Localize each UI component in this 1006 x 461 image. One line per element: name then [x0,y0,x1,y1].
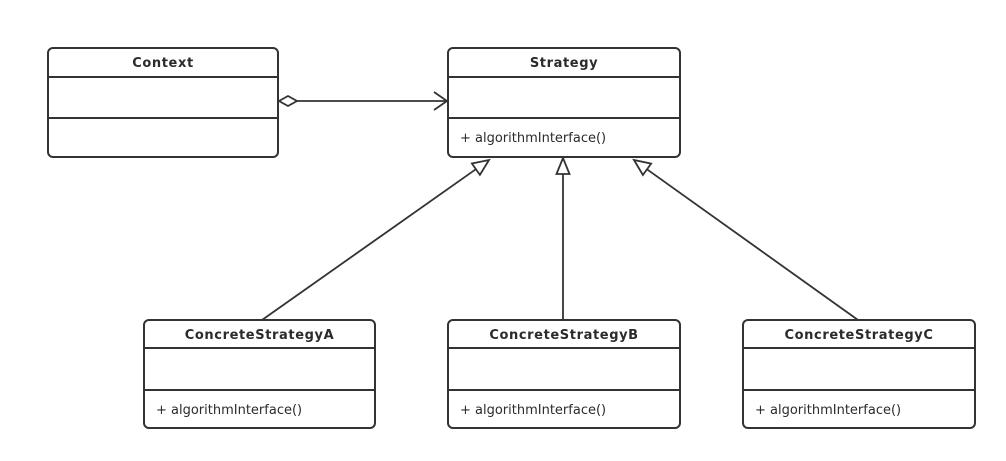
class-context-border [47,47,279,158]
class-strategy-border [447,47,681,158]
class-node-concretestrategyb: ConcreteStrategyB + algorithmInterface() [447,319,681,429]
class-context-name: Context [132,56,194,71]
class-node-strategy: Strategy + algorithmInterface() [447,47,681,158]
hollow-triangle-marker [632,158,653,177]
class-node-context: Context [47,47,279,158]
class-strategy-method: + algorithmInterface() [460,131,606,146]
class-concretestrategyc-name: ConcreteStrategyC [784,328,933,343]
class-node-concretestrategyc: ConcreteStrategyC + algorithmInterface() [742,319,976,429]
class-concretestrategyb-method: + algorithmInterface() [460,403,606,418]
hollow-triangle-marker [470,158,491,177]
class-concretestrategya-name: ConcreteStrategyA [185,328,335,343]
hollow-triangle-marker [555,155,571,175]
class-node-concretestrategya: ConcreteStrategyA + algorithmInterface() [143,319,376,429]
edge-concretestrategyb-strategy-generalization [555,155,571,320]
class-concretestrategyb-name: ConcreteStrategyB [489,328,638,343]
edge-context-strategy-aggregation [277,91,449,111]
class-concretestrategya-method: + algorithmInterface() [156,403,302,418]
generalization-edge-line [646,168,859,321]
generalization-edge-line [261,168,477,321]
edge-concretestrategya-strategy-generalization [261,158,491,321]
class-strategy-name: Strategy [530,56,598,71]
edge-concretestrategyc-strategy-generalization [632,158,859,321]
class-concretestrategyc-method: + algorithmInterface() [755,403,901,418]
hollow-diamond-marker [277,94,299,108]
